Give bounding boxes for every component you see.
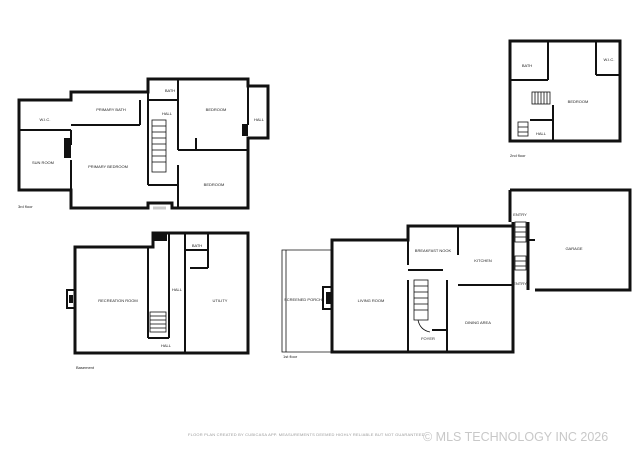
floor-label-3rd: 3rd floor [18, 204, 33, 209]
third-floor-outline [17, 77, 270, 210]
room-label-utility: UTILITY [213, 298, 228, 303]
floor-label-basement: Basement [76, 365, 95, 370]
room-label-hall-3rd-b: HALL [254, 117, 265, 122]
garage-plan [508, 188, 632, 292]
basement-chimney-block [153, 233, 167, 241]
chimney-block [242, 124, 248, 136]
second-floor-interior-walls [510, 41, 620, 141]
room-label-hall-2nd: HALL [536, 131, 547, 136]
room-label-breakfast-nook: BREAKFAST NOOK [415, 248, 452, 253]
room-label-primary-bedroom: PRIMARY BEDROOM [88, 164, 128, 169]
first-floor-outline [330, 224, 515, 354]
basement-interior-walls [147, 233, 209, 353]
room-label-hall-basement-a: HALL [172, 287, 183, 292]
entry-corridor [511, 221, 530, 290]
first-floor-windows [350, 224, 515, 354]
room-label-kitchen: KITCHEN [474, 258, 492, 263]
third-floor-plan: W.I.C. SUN ROOM PRIMARY BATH PRIMARY BED… [17, 77, 270, 210]
third-floor-stairs [151, 119, 167, 173]
floor-label-2nd: 2nd floor [510, 153, 526, 158]
room-label-hall-3rd-a: HALL [162, 111, 173, 116]
room-label-bath-2nd: BATH [522, 63, 532, 68]
room-label-dining-area: DINING AREA [465, 320, 491, 325]
room-label-entry-b: ENTRY [513, 281, 527, 286]
first-floor-plan: SCREENED PORCH LIVING ROOM BREAKFAST NOO… [281, 188, 632, 359]
room-label-bath-basement: BATH [192, 243, 202, 248]
basement-fireplace [66, 289, 76, 309]
room-label-bath-3rd: BATH [165, 88, 175, 93]
room-label-bedroom-3rd-a: BEDROOM [206, 107, 227, 112]
third-floor-interior-walls [19, 79, 249, 208]
room-label-entry-a: ENTRY [513, 212, 527, 217]
basement-windows [95, 231, 250, 355]
room-label-wic-3rd: W.I.C. [40, 117, 51, 122]
first-floor-fireplace [322, 286, 333, 310]
basement-plan: RECREATION ROOM BATH HALL UTILITY HALL B… [66, 231, 250, 370]
second-floor-stairs [517, 91, 551, 137]
floor-plan-disclaimer: FLOOR PLAN CREATED BY CUBICASA APP. MEAS… [188, 432, 427, 437]
room-label-foyer: FOYER [421, 336, 435, 341]
mls-watermark: © MLS TECHNOLOGY INC 2026 [423, 430, 609, 444]
second-floor-windows [508, 39, 622, 143]
basement-stairs [149, 311, 167, 333]
room-label-sun-room: SUN ROOM [32, 160, 54, 165]
fireplace-block [64, 138, 71, 158]
second-floor-plan: BATH W.I.C. BEDROOM HALL 2nd floor [508, 39, 622, 158]
screened-porch-enclosure [281, 249, 332, 353]
first-floor-interior-walls [407, 226, 513, 352]
basement-outline [73, 231, 250, 355]
floor-label-1st: 1st floor [283, 354, 298, 359]
room-label-garage: GARAGE [565, 246, 582, 251]
room-label-living-room: LIVING ROOM [358, 298, 385, 303]
room-label-bedroom-2nd: BEDROOM [568, 99, 589, 104]
second-floor-outline [508, 39, 622, 143]
room-label-recreation-room: RECREATION ROOM [98, 298, 137, 303]
room-label-wic-2nd: W.I.C. [604, 57, 615, 62]
room-label-primary-bath: PRIMARY BATH [96, 107, 126, 112]
room-label-hall-basement-b: HALL [161, 343, 172, 348]
room-label-bedroom-3rd-b: BEDROOM [204, 182, 225, 187]
room-label-screened-porch: SCREENED PORCH [284, 297, 322, 302]
first-floor-stairs [413, 279, 431, 333]
